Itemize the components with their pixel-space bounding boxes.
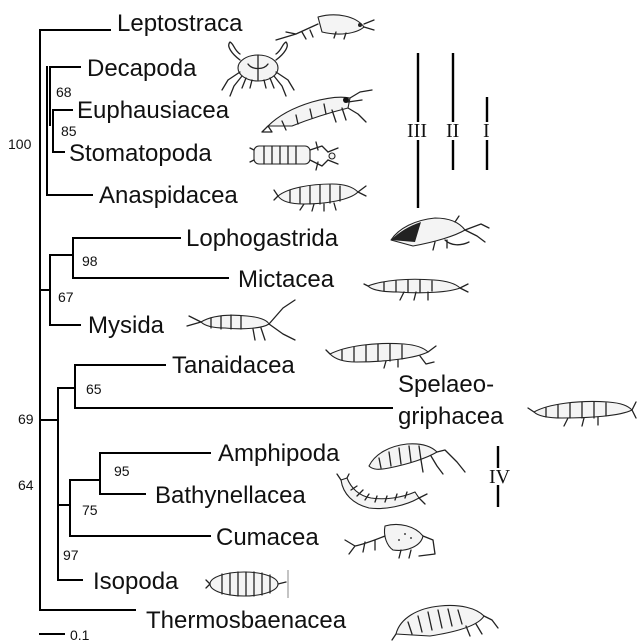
- label-decapoda: Decapoda: [87, 55, 197, 82]
- label-anaspidacea: Anaspidacea: [99, 182, 238, 209]
- mictacea-illustration: [364, 279, 468, 300]
- support-65: 65: [86, 381, 102, 397]
- marker-label-i: I: [483, 120, 490, 142]
- label-amphipoda: Amphipoda: [218, 440, 340, 467]
- support-97: 97: [63, 547, 79, 563]
- label-tanaidacea: Tanaidacea: [172, 352, 295, 379]
- stomatopoda-illustration: [250, 142, 338, 170]
- lophogastrida-illustration: [391, 216, 489, 250]
- label-mysida: Mysida: [88, 312, 165, 339]
- thermosbaenacea-illustration: [392, 605, 498, 640]
- label-thermosbaenacea: Thermosbaenacea: [146, 607, 347, 634]
- euphausiacea-illustration: [262, 90, 372, 132]
- support-85: 85: [61, 123, 77, 139]
- taxon-labels: Leptostraca Decapoda Euphausiacea Stomat…: [69, 10, 504, 634]
- support-69: 69: [18, 411, 34, 427]
- label-leptostraca: Leptostraca: [117, 10, 243, 37]
- anaspidacea-illustration: [274, 184, 366, 211]
- marker-label-iv: IV: [489, 466, 511, 488]
- spelaeogriphacea-illustration: [528, 401, 636, 426]
- support-64: 64: [18, 477, 34, 493]
- support-95: 95: [114, 463, 130, 479]
- leptostraca-illustration: [276, 15, 374, 40]
- isopoda-illustration: [206, 570, 288, 598]
- label-isopoda: Isopoda: [93, 568, 179, 595]
- bathynellacea-illustration: [337, 474, 427, 509]
- support-100: 100: [8, 136, 32, 152]
- mysida-illustration: [187, 300, 295, 340]
- support-98: 98: [82, 253, 98, 269]
- amphipoda-illustration: [369, 444, 465, 474]
- scale-bar-label: 0.1: [70, 627, 90, 643]
- marker-label-ii: II: [446, 120, 459, 142]
- label-bathynellacea: Bathynellacea: [155, 482, 306, 509]
- label-lophogastrida: Lophogastrida: [186, 225, 339, 252]
- decapoda-illustration: [222, 42, 294, 96]
- support-75: 75: [82, 502, 98, 518]
- label-spelaeogriphacea-2: griphacea: [398, 403, 504, 430]
- label-cumacea: Cumacea: [216, 524, 319, 551]
- tanaidacea-illustration: [326, 343, 436, 368]
- scale-bar: 0.1: [40, 627, 90, 643]
- label-euphausiacea: Euphausiacea: [77, 97, 230, 124]
- cumacea-illustration: [345, 524, 435, 558]
- support-67: 67: [58, 289, 74, 305]
- label-spelaeogriphacea-1: Spelaeo-: [398, 371, 494, 398]
- marker-label-iii: III: [407, 120, 427, 142]
- label-mictacea: Mictacea: [238, 266, 335, 293]
- support-68: 68: [56, 84, 72, 100]
- label-stomatopoda: Stomatopoda: [69, 140, 212, 167]
